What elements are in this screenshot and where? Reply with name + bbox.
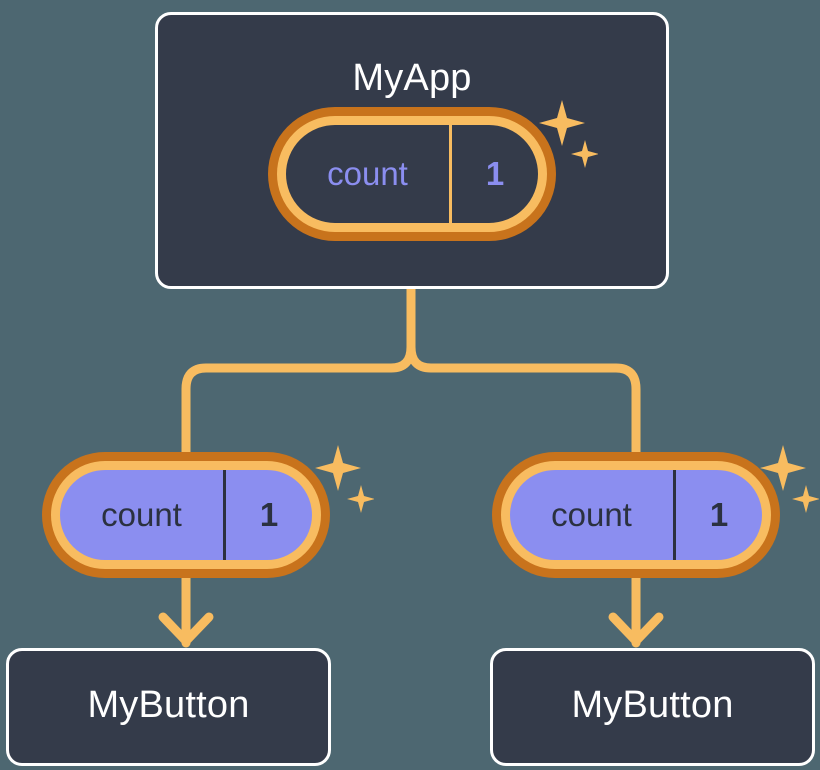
component-box-mybutton-right[interactable]: MyButton (490, 648, 815, 766)
state-key-label: count (286, 125, 452, 223)
state-value-label: 1 (485, 155, 505, 192)
state-value-label: 1 (259, 496, 279, 533)
state-pill-body: count 1 (501, 461, 771, 569)
state-pill-body: count 1 (51, 461, 321, 569)
component-title-mybutton: MyButton (571, 684, 734, 726)
state-pill-ring: count 1 (42, 452, 330, 578)
state-pill-body: count 1 (277, 116, 547, 232)
state-key-label: count (510, 470, 676, 560)
state-pill-ring: count 1 (268, 107, 556, 241)
connector-tree-path (181, 284, 416, 457)
component-title-mybutton: MyButton (87, 684, 250, 726)
state-key-label: count (60, 470, 226, 560)
state-pill-myapp[interactable]: count 1 (268, 107, 556, 241)
arrow-head-left (158, 612, 214, 646)
state-value-label: 1 (709, 496, 729, 533)
arrow-head-right (608, 612, 664, 646)
component-title-myapp: MyApp (352, 57, 472, 99)
state-pill-ring: count 1 (492, 452, 780, 578)
component-box-mybutton-left[interactable]: MyButton (6, 648, 331, 766)
state-pill-left[interactable]: count 1 (42, 452, 330, 578)
connector-tree-path-right (406, 342, 641, 457)
state-pill-right[interactable]: count 1 (492, 452, 780, 578)
